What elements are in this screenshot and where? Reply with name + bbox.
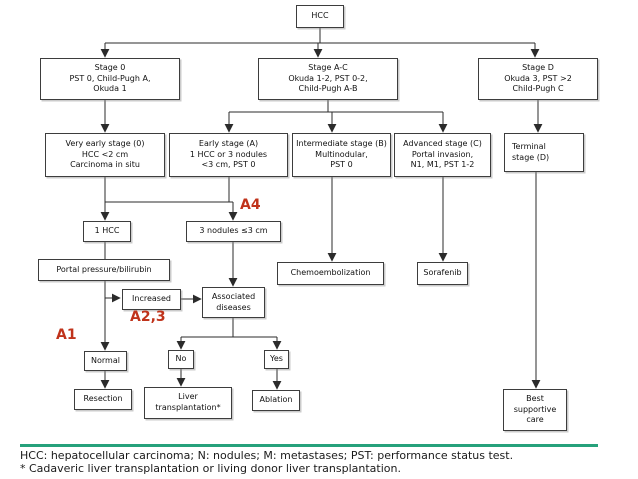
annotation-a4: A4: [240, 197, 261, 213]
node-very-early-stage: Very early stage (0) HCC <2 cm Carcinoma…: [45, 133, 165, 177]
node-three-nodules: 3 nodules ≤3 cm: [186, 221, 281, 242]
node-yes: Yes: [264, 350, 289, 369]
node-one-hcc: 1 HCC: [83, 221, 131, 242]
annotation-a1: A1: [56, 327, 77, 343]
footer-divider: [20, 444, 598, 447]
footnote-asterisk: * Cadaveric liver transplantation or liv…: [20, 462, 401, 475]
node-advanced-stage: Advanced stage (C) Portal invasion, N1, …: [394, 133, 491, 177]
node-stage-d: Stage D Okuda 3, PST >2 Child-Pugh C: [478, 58, 598, 100]
node-stage-a-c: Stage A-C Okuda 1-2, PST 0-2, Child-Pugh…: [258, 58, 398, 100]
node-sorafenib: Sorafenib: [417, 262, 468, 285]
node-no: No: [168, 350, 194, 369]
node-liver-transplantation: Liver transplantation*: [144, 387, 232, 419]
node-terminal-stage: Terminal stage (D): [504, 133, 584, 172]
node-portal-pressure: Portal pressure/bilirubin: [38, 259, 170, 281]
node-intermediate-stage: Intermediate stage (B) Multinodular, PST…: [292, 133, 391, 177]
node-increased: Increased: [122, 289, 181, 310]
node-resection: Resection: [74, 389, 132, 410]
annotation-a23: A2,3: [130, 309, 166, 325]
node-best-supportive-care: Best supportive care: [503, 389, 567, 431]
abbreviations-legend: HCC: hepatocellular carcinoma; N: nodule…: [20, 449, 514, 462]
node-early-stage: Early stage (A) 1 HCC or 3 nodules <3 cm…: [169, 133, 288, 177]
node-normal: Normal: [84, 351, 127, 371]
node-stage-0: Stage 0 PST 0, Child-Pugh A, Okuda 1: [40, 58, 180, 100]
node-ablation: Ablation: [252, 390, 300, 411]
node-associated-diseases: Associated diseases: [202, 287, 265, 318]
node-hcc: HCC: [296, 5, 344, 28]
node-chemoembolization: Chemoembolization: [277, 262, 384, 285]
